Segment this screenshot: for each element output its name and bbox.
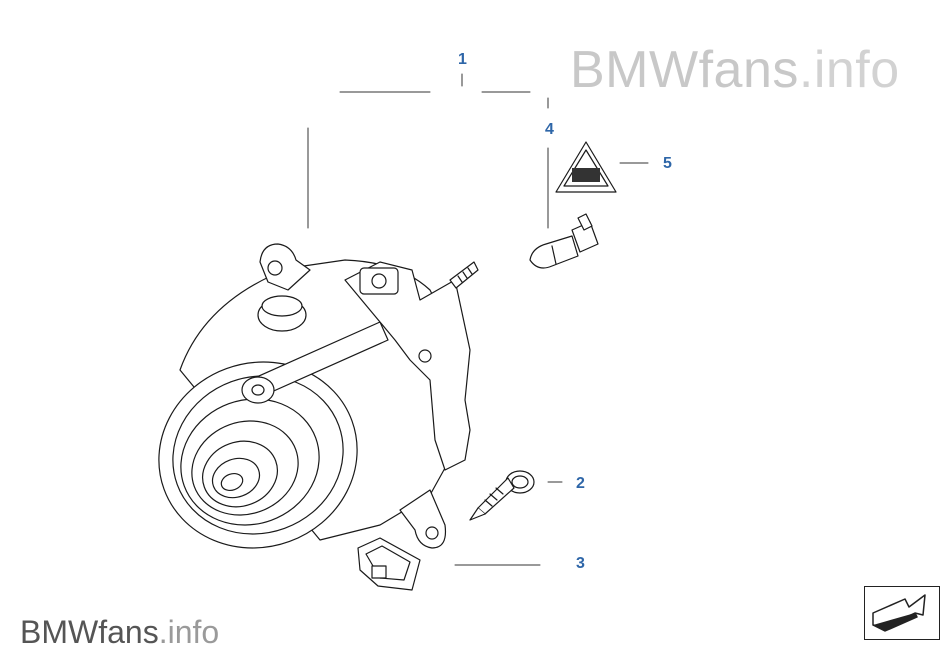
arrow-return-icon bbox=[872, 594, 926, 632]
watermark-bottom-suffix: .info bbox=[158, 614, 220, 650]
callout-3[interactable]: 3 bbox=[576, 555, 585, 572]
leader-lines bbox=[307, 73, 649, 566]
return-button[interactable] bbox=[864, 586, 940, 640]
watermark-top-suffix: .info bbox=[798, 41, 900, 99]
callout-4[interactable]: 4 bbox=[545, 121, 554, 138]
watermark-top-brand: BMWfans bbox=[570, 41, 799, 99]
watermark-bottom-brand: BMWfans bbox=[20, 614, 159, 650]
callout-2[interactable]: 2 bbox=[576, 475, 585, 492]
part-2-screw bbox=[469, 470, 535, 521]
callout-1[interactable]: 1 bbox=[458, 51, 467, 68]
fog-lamp-housing bbox=[158, 243, 479, 549]
part-4-bulb bbox=[529, 213, 599, 269]
watermark-top: BMWfans.info bbox=[570, 44, 900, 96]
part-5-warning-label bbox=[555, 141, 617, 193]
watermark-bottom: BMWfans.info bbox=[20, 616, 219, 648]
callout-5[interactable]: 5 bbox=[663, 155, 672, 172]
part-3-clip-nut bbox=[357, 537, 421, 591]
